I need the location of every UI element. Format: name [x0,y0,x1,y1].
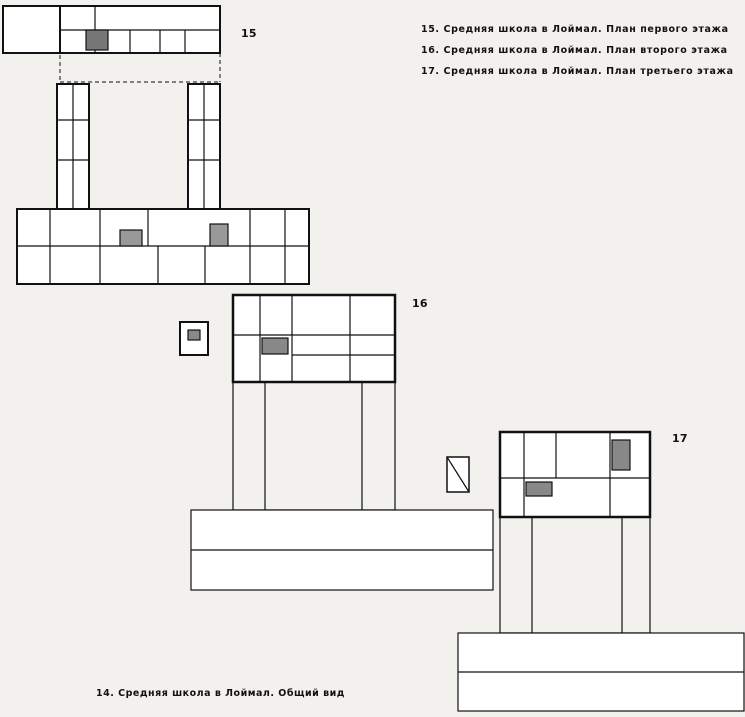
figure-number-17: 17 [672,432,688,445]
caption-16: 16. Средняя школа в Лоймал. План второго… [421,45,728,56]
caption-14: 14. Средняя школа в Лоймал. Общий вид [96,688,345,699]
plan-17-third-floor [446,430,745,712]
plan-15-first-floor [2,5,310,285]
caption-17: 17. Средняя школа в Лоймал. План третьег… [421,66,734,77]
figure-number-16: 16 [412,297,428,310]
figure-number-15: 15 [241,27,257,40]
plan-16-second-floor [179,293,494,591]
figure-captions: 15. Средняя школа в Лоймал. План первого… [421,19,741,82]
caption-15: 15. Средняя школа в Лоймал. План первого… [421,24,729,35]
